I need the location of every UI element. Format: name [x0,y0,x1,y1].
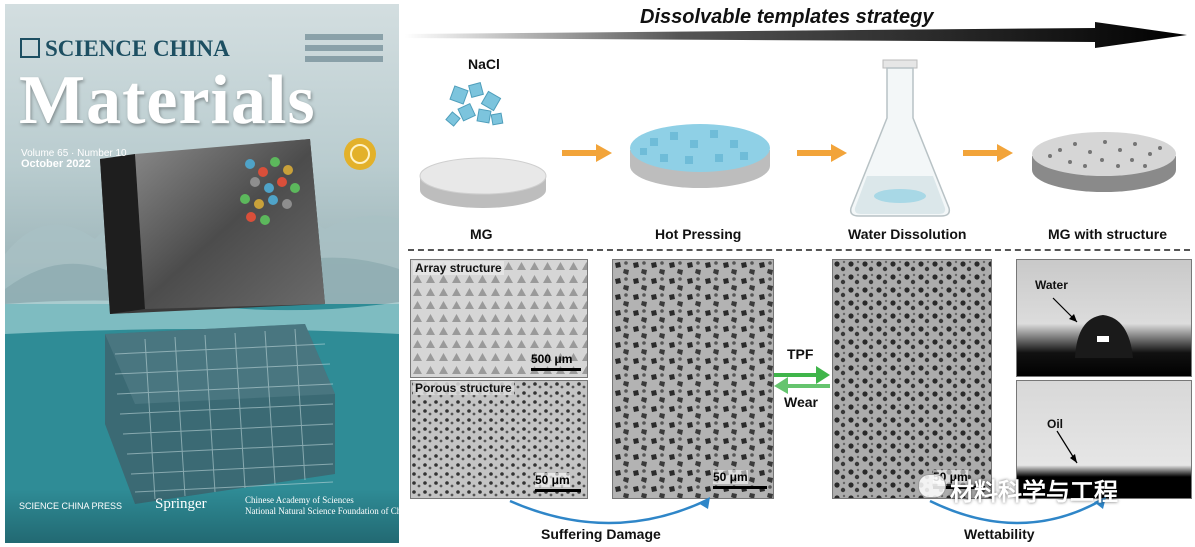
array-structure-label: Array structure [413,261,504,275]
sponsor-line-1: Chinese Academy of Sciences [245,495,354,505]
mg-disc [419,157,547,208]
oil-label: Oil [1047,417,1064,431]
partner-name: Springer [155,496,207,512]
sem-image-after: 50 μm [832,259,992,499]
watermark-text: 材料科学与工程 [950,479,1118,506]
exchange-arrows-icon [774,366,830,394]
volume-info: Volume 65 · Number 10 October 2022 [21,148,127,170]
salt-label: NaCl [468,56,500,72]
strategy-arrow [405,22,1187,48]
sponsor-line-2: National Natural Science Foundation of C… [245,506,399,516]
step-water-dissolution: Water Dissolution [848,226,967,242]
nacl-cubes-icon [445,82,504,127]
step-mg-with-structure: MG with structure [1048,226,1168,242]
porous-structure-label: Porous structure [413,381,514,395]
sem1-scale-bar [713,486,767,489]
publisher-name: SCIENCE CHINA PRESS [19,501,123,511]
date-line: October 2022 [21,158,91,170]
journal-series-name: SCIENCE CHINA [45,36,230,61]
tpf-label: TPF [787,346,814,362]
water-contact-image: Water [1016,259,1192,377]
journal-title: Materials [19,62,316,139]
process-arrow-3 [963,144,1013,162]
issn-block [305,34,383,67]
porous-mg-disc [1032,132,1176,192]
suffering-damage-curve [509,497,710,525]
array-scale-bar [531,368,581,371]
section-divider [408,249,1190,251]
hot-pressing-disc [630,124,770,188]
porous-scale-text: 50 μm [535,473,570,487]
array-scale-text: 500 μm [531,352,573,366]
journal-cover: SCIENCE CHINA Materials Volume 65 · Numb… [5,4,399,543]
sem-image-before: 50 μm [612,259,774,499]
step-mg: MG [470,226,493,242]
water-label: Water [1035,278,1068,292]
sem2-scale-bar [933,486,985,489]
wear-label: Wear [784,394,818,410]
porous-scale-bar [535,489,581,492]
step-hot-pressing: Hot Pressing [655,226,742,242]
suffering-damage-label: Suffering Damage [541,526,661,542]
array-structure-image: Array structure 500 μm [410,259,588,378]
sem1-scale-text: 50 μm [713,470,748,484]
cover-footer [5,489,399,543]
process-arrow-1 [562,144,612,162]
cover-landscape [5,138,399,543]
strategy-title: Dissolvable templates strategy [640,6,934,28]
process-arrow-2 [797,144,847,162]
wettability-label: Wettability [964,526,1035,542]
porous-structure-image: Porous structure 50 μm [410,380,588,499]
sponsor-block: Chinese Academy of Sciences National Nat… [245,495,399,517]
journal-logo-icon [20,38,40,58]
wettability-curve [929,497,1106,525]
dissolution-flask-icon [849,59,951,217]
oil-contact-image: Oil [1016,380,1192,499]
volume-line: Volume 65 · Number 10 [21,148,127,159]
wechat-icon [918,474,946,498]
